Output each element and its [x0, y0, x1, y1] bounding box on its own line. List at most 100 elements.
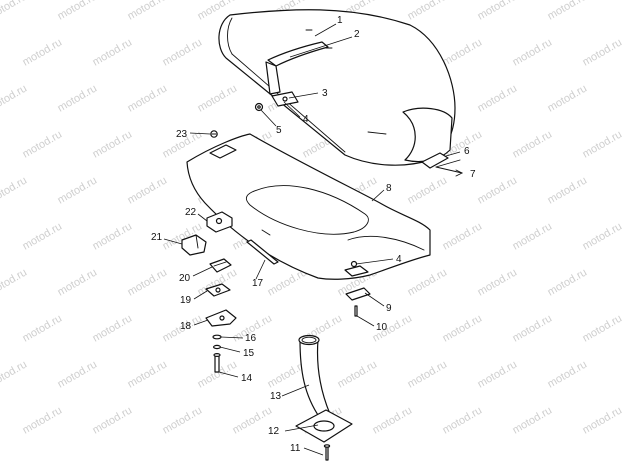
tube-part-13	[298, 334, 331, 419]
watermark-text: motod.ru	[21, 220, 65, 252]
watermark-text: motod.ru	[511, 404, 555, 436]
watermark-text: motod.ru	[581, 220, 625, 252]
callout-numbers: 1 2 3 4 5 6 7 8 9 10 11 12 13 14 15 16 1…	[151, 15, 476, 454]
callout-15: 15	[243, 348, 255, 359]
watermark-text: motod.ru	[336, 358, 380, 390]
callout-7: 7	[470, 169, 476, 180]
callout-22: 22	[185, 207, 197, 218]
watermark-text: motod.ru	[371, 404, 415, 436]
callout-2: 2	[354, 29, 360, 40]
callout-4-lower: 4	[396, 254, 402, 265]
seat-latch-part-6	[421, 152, 464, 177]
plate-part-19	[205, 283, 231, 297]
watermark-text: motod.ru	[126, 0, 170, 23]
watermark-text: motod.ru	[546, 0, 590, 23]
watermark-text: motod.ru	[56, 0, 100, 23]
watermark-text: motod.ru	[161, 404, 205, 436]
watermark-text: motod.ru	[441, 404, 485, 436]
watermark-text: motod.ru	[511, 312, 555, 344]
watermark-text: motod.ru	[476, 82, 520, 114]
watermark-text: motod.ru	[511, 220, 555, 252]
bracket-part-18	[205, 309, 237, 327]
watermark-text: motod.ru	[546, 82, 590, 114]
callout-23: 23	[176, 129, 188, 140]
watermark-text: motod.ru	[91, 220, 135, 252]
watermark-text: motod.ru	[21, 128, 65, 160]
callout-10: 10	[376, 322, 388, 333]
watermark-text: motod.ru	[56, 82, 100, 114]
watermark-text: motod.ru	[581, 404, 625, 436]
watermark-text: motod.ru	[0, 358, 29, 390]
callout-11: 11	[290, 443, 301, 454]
callout-14: 14	[241, 373, 253, 384]
watermark-text: motod.ru	[56, 266, 100, 298]
knob-part-23	[210, 130, 218, 138]
callout-20: 20	[179, 273, 191, 284]
watermark-text: motod.ru	[406, 174, 450, 206]
callout-8: 8	[386, 183, 392, 194]
watermark-text: motod.ru	[91, 36, 135, 68]
watermark-text: motod.ru	[21, 312, 65, 344]
watermark-text: motod.ru	[581, 128, 625, 160]
screw-part-11	[323, 444, 331, 461]
watermark-text: motod.ru	[161, 36, 205, 68]
callout-18: 18	[180, 321, 192, 332]
callout-3: 3	[322, 88, 328, 99]
watermark-text: motod.ru	[91, 404, 135, 436]
watermark-text: motod.ru	[581, 36, 625, 68]
flange-part-12	[295, 409, 353, 443]
watermark-text: motod.ru	[476, 0, 520, 23]
callout-12: 12	[268, 426, 280, 437]
watermark-text: motod.ru	[441, 312, 485, 344]
callout-1: 1	[337, 15, 343, 26]
watermark-text: motod.ru	[476, 174, 520, 206]
callout-5: 5	[276, 125, 282, 136]
watermark-text: motod.ru	[406, 266, 450, 298]
watermark-text: motod.ru	[0, 174, 29, 206]
watermark-text: motod.ru	[406, 0, 450, 23]
callout-19: 19	[180, 295, 192, 306]
watermark-text: motod.ru	[441, 36, 485, 68]
clip-part-20	[209, 258, 232, 273]
watermark-text: motod.ru	[476, 266, 520, 298]
watermark-text: motod.ru	[21, 404, 65, 436]
rod-part-17	[246, 239, 279, 265]
watermark-text: motod.ru	[126, 266, 170, 298]
watermark-text: motod.ru	[406, 358, 450, 390]
watermark-text: motod.ru	[0, 0, 29, 23]
watermark-text: motod.ru	[196, 82, 240, 114]
watermark-text: motod.ru	[0, 266, 29, 298]
bracket-part-22	[206, 211, 233, 233]
callout-16: 16	[245, 333, 257, 344]
watermark-text: motod.ru	[511, 36, 555, 68]
watermark-text: motod.ru	[56, 358, 100, 390]
callout-9: 9	[386, 303, 392, 314]
watermark-text: motod.ru	[0, 82, 29, 114]
watermark-text: motod.ru	[441, 220, 485, 252]
watermark-text: motod.ru	[126, 174, 170, 206]
watermark-text: motod.ru	[126, 358, 170, 390]
strap-bracket-hardware	[254, 91, 299, 112]
watermark-text: motod.ru	[581, 312, 625, 344]
watermark-text: motod.ru	[546, 266, 590, 298]
callout-13: 13	[270, 391, 282, 402]
watermark-text: motod.ru	[476, 358, 520, 390]
watermark-text: motod.ru	[126, 82, 170, 114]
seat-part-1	[218, 9, 456, 166]
watermark-text: motod.ru	[56, 174, 100, 206]
watermark-text: motod.ru	[546, 174, 590, 206]
watermark-text: motod.ru	[511, 128, 555, 160]
buckle-part-21	[181, 234, 207, 256]
callout-17: 17	[252, 278, 264, 289]
watermark-text: motod.ru	[21, 36, 65, 68]
leader-lines	[163, 23, 461, 456]
watermark-text: motod.ru	[546, 358, 590, 390]
clip-part-9	[345, 287, 371, 317]
callout-6: 6	[464, 146, 470, 157]
watermark-text: motod.ru	[91, 128, 135, 160]
callout-21: 21	[151, 232, 163, 243]
watermark-text: motod.ru	[91, 312, 135, 344]
callout-4: 4	[303, 114, 309, 125]
